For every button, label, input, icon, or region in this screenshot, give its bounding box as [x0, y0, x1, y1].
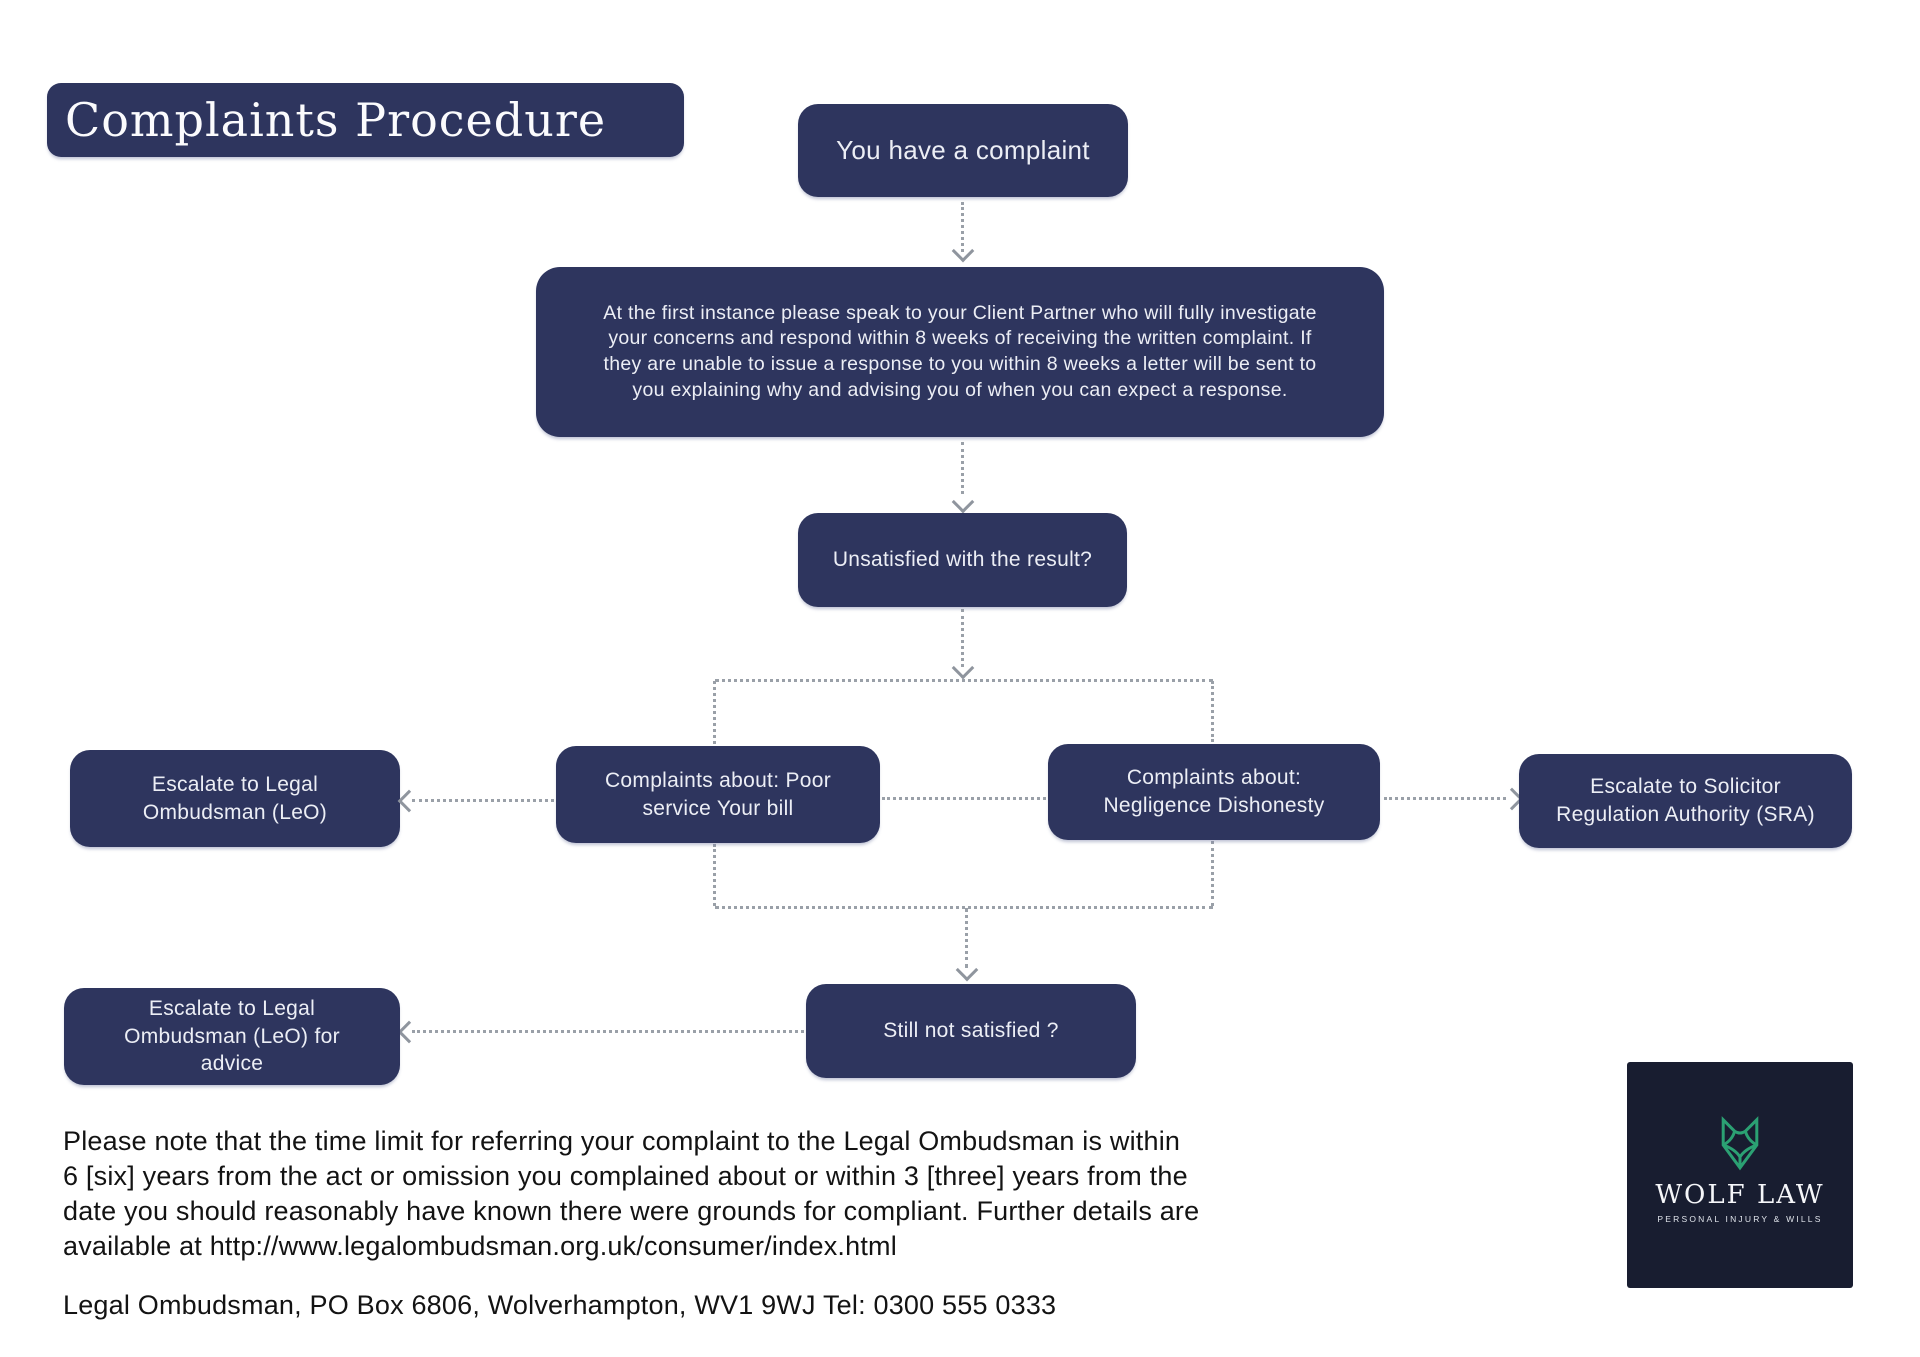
note-line-1: Please note that the time limit for refe… [63, 1126, 1181, 1156]
node-complaints-negligence-label: Complaints about: Negligence Dishonesty [1103, 766, 1325, 817]
connector-start-to-first-instance [961, 202, 964, 252]
arrowhead-down-3-icon [951, 656, 975, 680]
connector-first-instance-to-unsatisfied [961, 442, 964, 494]
connector-service-to-leo [412, 799, 554, 802]
connector-split-left-lower [713, 844, 716, 906]
node-unsatisfied: Unsatisfied with the result? [798, 513, 1127, 607]
page-title: Complaints Procedure [65, 93, 607, 147]
logo-wordmark: WOLF LAW [1655, 1180, 1825, 1210]
connector-split-top [715, 679, 1213, 682]
note-line-2: 6 [six] years from the act or omission y… [63, 1161, 1188, 1191]
ombudsman-contact: Legal Ombudsman, PO Box 6806, Wolverhamp… [63, 1290, 1057, 1320]
node-still-not-satisfied: Still not satisfied ? [806, 984, 1136, 1078]
time-limit-note: Please note that the time limit for refe… [63, 1124, 1199, 1264]
node-complaints-service-label: Complaints about: Poor service Your bill [604, 768, 832, 820]
node-first-instance: At the first instance please speak to yo… [536, 267, 1384, 437]
logo-tagline: PERSONAL INJURY & WILLS [1657, 1214, 1823, 1224]
wolf-icon [1721, 1116, 1759, 1171]
node-escalate-leo-advice-label: Escalate to Legal Ombudsman (LeO) for ad… [124, 996, 340, 1076]
node-escalate-sra-label: Escalate to Solicitor Regulation Authori… [1556, 775, 1815, 826]
node-complaints-service: Complaints about: Poor service Your bill [556, 746, 880, 843]
arrowhead-left-2-icon [397, 1020, 421, 1044]
connector-split-left-upper [713, 681, 716, 744]
node-escalate-leo-label: Escalate to Legal Ombudsman (LeO) [142, 772, 328, 824]
note-line-3: date you should reasonably have known th… [63, 1196, 1200, 1226]
node-you-have-a-complaint: You have a complaint [798, 104, 1128, 197]
node-first-instance-label: At the first instance please speak to yo… [603, 301, 1317, 401]
connector-split-bottom [715, 906, 1213, 909]
connector-split-right-lower [1211, 841, 1214, 906]
node-escalate-leo-advice: Escalate to Legal Ombudsman (LeO) for ad… [64, 988, 400, 1085]
node-escalate-leo: Escalate to Legal Ombudsman (LeO) [70, 750, 400, 847]
page-title-banner: Complaints Procedure [47, 83, 684, 157]
node-complaints-negligence: Complaints about: Negligence Dishonesty [1048, 744, 1380, 840]
connector-unsatisfied-to-split [961, 609, 964, 667]
node-still-not-satisfied-label: Still not satisfied ? [883, 1019, 1059, 1043]
node-you-have-a-complaint-label: You have a complaint [836, 135, 1090, 166]
arrowhead-left-1-icon [397, 789, 421, 813]
node-escalate-sra: Escalate to Solicitor Regulation Authori… [1519, 754, 1852, 848]
connector-negligence-to-sra [1384, 797, 1506, 800]
arrowhead-down-4-icon [955, 958, 979, 982]
wolf-law-logo: WOLF LAW PERSONAL INJURY & WILLS [1627, 1062, 1853, 1288]
arrowhead-down-2-icon [951, 490, 975, 514]
connector-split-to-still [965, 908, 968, 968]
note-line-4: available at http://www.legalombudsman.o… [63, 1231, 897, 1261]
arrowhead-down-1-icon [951, 239, 975, 263]
connector-between-complaint-boxes [882, 797, 1046, 800]
node-unsatisfied-label: Unsatisfied with the result? [832, 548, 1093, 572]
connector-still-to-advice [412, 1030, 804, 1033]
connector-split-right-upper [1211, 681, 1214, 742]
